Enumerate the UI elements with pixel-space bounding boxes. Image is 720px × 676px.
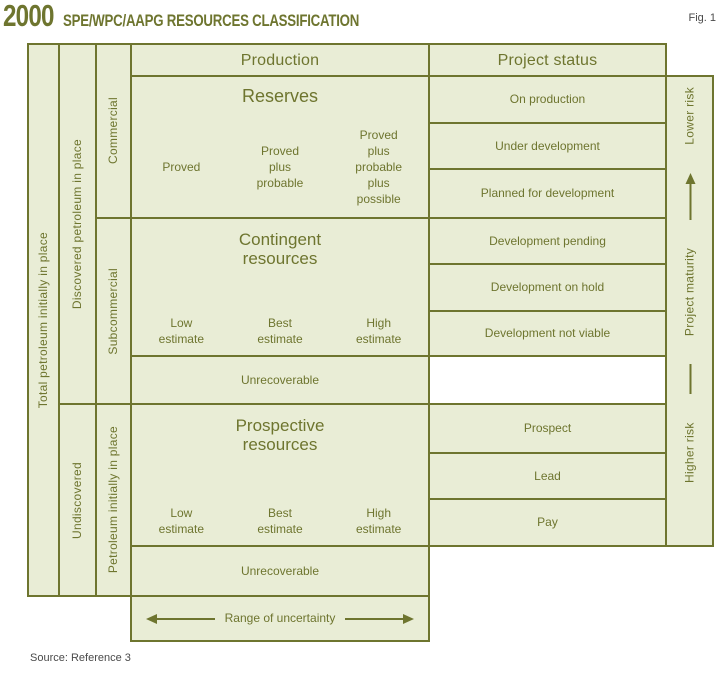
prospective-resources-title: Prospective resources [235,416,325,454]
production-header: Production [130,43,430,77]
axis-subcommercial: Subcommercial [95,217,132,405]
reserves-title: Reserves [241,86,319,106]
left-arrow-icon [145,613,215,624]
risk-axis-content: Higher risk Project maturity Lower risk [667,77,712,545]
contingent-best-estimate-label: Best estimate [257,316,303,346]
axis-commercial-label: Commercial [106,97,120,165]
axis-undiscovered-label: Undiscovered [70,461,84,539]
production-header-label: Production [240,51,320,69]
contingent-resources-box: Contingent resources Low estimate Best e… [130,217,430,357]
status-label: Lead [534,468,561,483]
axis-subcommercial-label: Subcommercial [106,267,120,355]
reserves-box: Reserves Proved Proved plus probable Pro… [130,75,430,219]
status-row-on-production: On production [428,75,667,124]
project-maturity-label: Project maturity [682,247,696,337]
higher-risk-label: Higher risk [682,422,696,483]
prospective-high-estimate-label: High estimate [355,506,402,536]
status-label: Pay [537,515,558,529]
status-label: Prospect [523,421,572,435]
status-row-lead: Lead [428,452,667,500]
lower-risk-label: Lower risk [682,87,696,145]
status-label: Development pending [489,233,606,248]
axis-undiscovered: Undiscovered [58,403,97,597]
prospective-unrecoverable-cell: Unrecoverable [130,545,430,597]
reserves-proved-probable-label: Proved plus probable [256,143,304,190]
page-title: SPE/WPC/AAPG RESOURCES CLASSIFICATION [63,11,360,30]
status-row-blank [428,355,667,405]
contingent-resources-title: Contingent resources [238,230,322,268]
contingent-low-estimate-label: Low estimate [158,316,204,346]
up-arrow-icon [684,172,695,220]
right-arrow-icon [345,613,415,624]
status-row-development-pending: Development pending [428,217,667,265]
status-row-development-on-hold: Development on hold [428,263,667,312]
axis-commercial: Commercial [95,43,132,219]
status-label: Planned for development [480,186,615,200]
status-label: Development not viable [484,326,611,340]
status-label: Development on hold [490,280,605,294]
project-status-header-label: Project status [497,51,598,69]
range-of-uncertainty-cell: Range of uncertainty [130,595,430,642]
status-row-planned-for-development: Planned for development [428,168,667,219]
figure-number: Fig. 1 [688,12,716,24]
status-label: Under development [495,138,600,153]
prospective-low-estimate-label: Low estimate [158,506,204,536]
reserves-estimate-columns: Proved Proved plus probable Proved plus … [132,116,428,217]
axis-petroleum-in-place: Petroleum initially in place [95,403,132,597]
prospective-estimate-columns: Low estimate Best estimate High estimate [132,454,428,545]
axis-petroleum-in-place-label: Petroleum initially in place [106,426,120,574]
status-row-pay: Pay [428,498,667,547]
axis-discovered: Discovered petroleum in place [58,43,97,405]
reserves-proved-label: Proved [162,159,201,174]
contingent-estimate-columns: Low estimate Best estimate High estimate [132,268,428,355]
range-of-uncertainty-label: Range of uncertainty [224,611,336,625]
status-row-under-development: Under development [428,122,667,170]
prospective-resources-box: Prospective resources Low estimate Best … [130,403,430,547]
source-note: Source: Reference 3 [30,652,131,664]
reserves-proved-probable-possible-label: Proved plus probable plus possible [355,127,403,206]
status-row-prospect: Prospect [428,403,667,454]
prospective-unrecoverable-label: Unrecoverable [240,563,320,578]
axis-total-petroleum: Total petroleum initially in place [27,43,60,597]
status-label: On production [509,92,586,106]
contingent-unrecoverable-cell: Unrecoverable [130,355,430,405]
axis-line [688,364,691,395]
project-status-header: Project status [428,43,667,77]
title-year: 2000 [3,0,54,33]
prospective-best-estimate-label: Best estimate [257,506,303,536]
risk-axis-column: Higher risk Project maturity Lower risk [665,75,714,547]
contingent-high-estimate-label: High estimate [355,316,402,346]
contingent-unrecoverable-label: Unrecoverable [240,372,320,387]
axis-discovered-label: Discovered petroleum in place [70,138,84,310]
axis-total-petroleum-label: Total petroleum initially in place [36,231,50,409]
status-row-development-not-viable: Development not viable [428,310,667,357]
